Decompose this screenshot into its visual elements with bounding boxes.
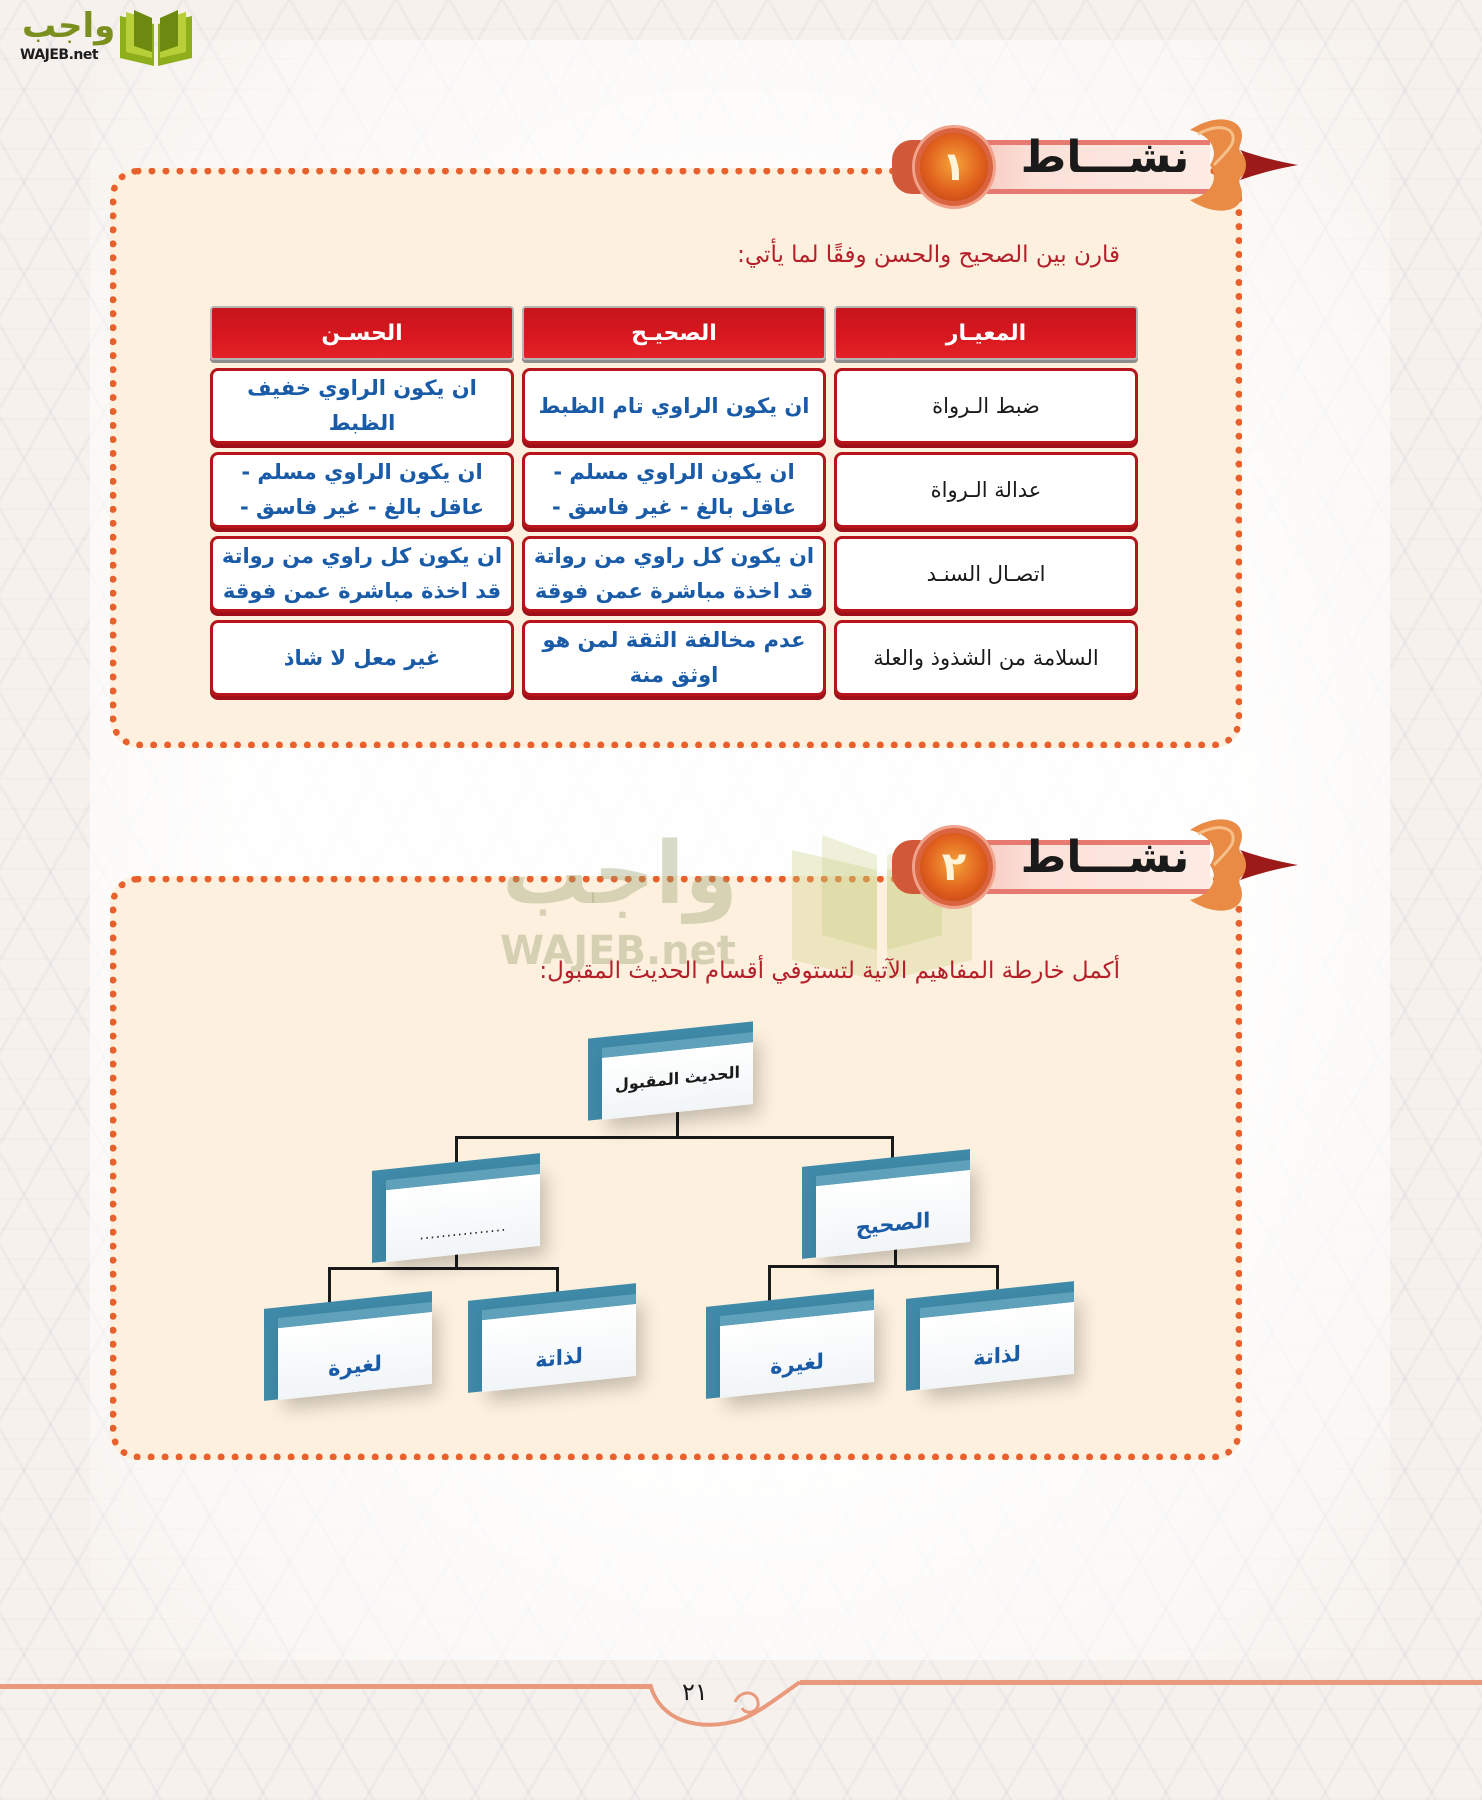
box-face: ................ xyxy=(386,1163,540,1263)
box-face: لغيرة xyxy=(278,1301,432,1401)
open-book-icon xyxy=(120,10,192,66)
comparison-table: المعيـار الصحيـح الحسـن ضبط الـرواة ان ي… xyxy=(210,306,1138,704)
leaf-answer[interactable]: لغيرة xyxy=(328,1351,382,1381)
box-face: لغيرة xyxy=(720,1299,874,1399)
criterion-cell: عدالة الـرواة xyxy=(834,452,1138,528)
concept-left-leaf-1[interactable]: لذاتة xyxy=(468,1283,636,1393)
concept-root-label: الحديث المقبول xyxy=(615,1061,740,1095)
box-face: الصحيح xyxy=(816,1159,970,1259)
concept-root-box: الحديث المقبول xyxy=(588,1021,753,1121)
table-row: اتصـال السنـد ان يكون كل راوي من رواتة ق… xyxy=(210,536,1138,612)
activity-2-title: نشـــاط xyxy=(1020,832,1190,883)
hasan-answer-cell[interactable]: ان يكون الراوي مسلم - عاقل بالغ - غير فا… xyxy=(210,452,514,528)
footer-swirl-ornament-icon xyxy=(648,1680,802,1727)
concept-right-branch-answer[interactable]: الصحيح xyxy=(855,1208,931,1240)
fill-dots: ................ xyxy=(419,1218,507,1244)
header-criterion: المعيـار xyxy=(834,306,1138,360)
logo-suffix: .net xyxy=(68,47,99,63)
hasan-answer-cell[interactable]: غير معل لا شاذ xyxy=(210,620,514,696)
footer-rule-right xyxy=(800,1680,1482,1685)
activity-1-instruction: قارن بين الصحيح والحسن وفقًا لما يأتي: xyxy=(737,242,1120,268)
table-row: ضبط الـرواة ان يكون الراوي تام الظبط ان … xyxy=(210,368,1138,444)
activity-1-title: نشـــاط xyxy=(1020,132,1190,183)
concept-left-branch-box[interactable]: ................ xyxy=(372,1153,540,1263)
concept-left-leaf-2[interactable]: لغيرة xyxy=(264,1291,432,1401)
table-row: السلامة من الشذوذ والعلة عدم مخالفة الثق… xyxy=(210,620,1138,696)
activity-2-header: نشـــاط ٢ xyxy=(880,810,1300,920)
activity-1-number: ١ xyxy=(915,128,993,206)
criterion-cell: السلامة من الشذوذ والعلة xyxy=(834,620,1138,696)
page-number: ٢١ xyxy=(682,1678,708,1706)
box-face: لذاتة xyxy=(920,1291,1074,1391)
arabesque-ornament-icon xyxy=(1190,119,1298,211)
logo-latin-text: WAJEB.net xyxy=(20,44,99,64)
leaf-answer[interactable]: لذاتة xyxy=(973,1341,1021,1371)
hasan-answer-cell[interactable]: ان يكون كل راوي من رواتة قد اخذة مباشرة … xyxy=(210,536,514,612)
activity-1-header: نشـــاط ١ xyxy=(880,110,1300,220)
arabesque-ornament-icon xyxy=(1190,819,1298,911)
box-face: لذاتة xyxy=(482,1293,636,1393)
hasan-answer-cell[interactable]: ان يكون الراوي خفيف الظبط xyxy=(210,368,514,444)
criterion-cell: اتصـال السنـد xyxy=(834,536,1138,612)
concept-right-leaf-1[interactable]: لذاتة xyxy=(906,1281,1074,1391)
header-sahih: الصحيـح xyxy=(522,306,826,360)
table-header-row: المعيـار الصحيـح الحسـن xyxy=(210,306,1138,360)
activity-2-instruction: أكمل خارطة المفاهيم الآتية لتستوفي أقسام… xyxy=(539,958,1120,984)
concept-right-leaf-2[interactable]: لغيرة xyxy=(706,1289,874,1399)
criterion-cell: ضبط الـرواة xyxy=(834,368,1138,444)
sahih-answer-cell[interactable]: ان يكون الراوي مسلم - عاقل بالغ - غير فا… xyxy=(522,452,826,528)
sahih-answer-cell[interactable]: ان يكون الراوي تام الظبط xyxy=(522,368,826,444)
header-hasan: الحسـن xyxy=(210,306,514,360)
table-row: عدالة الـرواة ان يكون الراوي مسلم - عاقل… xyxy=(210,452,1138,528)
answer-slot: ................ xyxy=(419,1211,506,1244)
footer-rule-left xyxy=(0,1684,650,1689)
box-face: الحديث المقبول xyxy=(602,1032,753,1120)
logo-arabic-text: واجب xyxy=(22,6,116,46)
sahih-answer-cell[interactable]: عدم مخالفة الثقة لمن هو اوثق منة xyxy=(522,620,826,696)
wajeb-logo[interactable]: واجب WAJEB.net xyxy=(8,4,198,68)
activity-2-number: ٢ xyxy=(915,828,993,906)
leaf-answer[interactable]: لذاتة xyxy=(535,1343,583,1373)
leaf-answer[interactable]: لغيرة xyxy=(770,1349,824,1379)
concept-right-branch-box[interactable]: الصحيح xyxy=(802,1149,970,1259)
sahih-answer-cell[interactable]: ان يكون كل راوي من رواتة قد اخذة مباشرة … xyxy=(522,536,826,612)
logo-latin: WAJEB xyxy=(20,47,69,63)
